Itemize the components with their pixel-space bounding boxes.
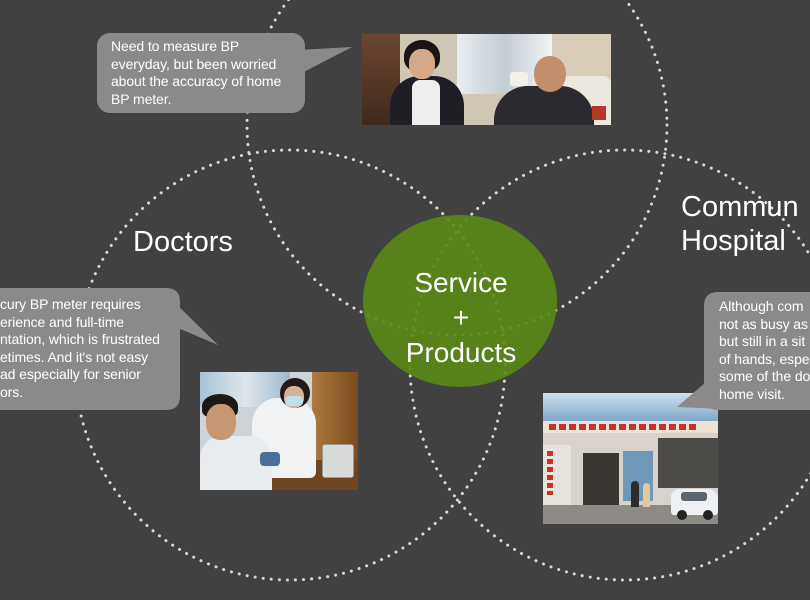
bubble-top-text: Need to measure BP everyday, but been wo… <box>111 38 303 108</box>
photo-woman-face <box>409 49 435 79</box>
bubble-left-body <box>0 288 180 410</box>
bubble-right-line: Although com <box>719 298 804 314</box>
photo-banner-lettering <box>549 424 699 430</box>
photo-man-head <box>534 56 566 92</box>
label-community-hospital: Commun Hospital <box>681 190 810 258</box>
bubble-top-line: BP meter. <box>111 90 172 107</box>
bubble-left-tail <box>168 296 218 345</box>
bubble-right-tail <box>677 382 722 409</box>
bubble-left-line: ntation, which is frustrated <box>0 331 160 348</box>
bubble-right-line: some of the do <box>719 368 810 385</box>
bubble-right-line: home visit. <box>719 385 785 402</box>
center-label-service: Service <box>414 267 508 298</box>
bubble-right-line: not as busy as <box>719 315 808 332</box>
bubble-left-line: ors. <box>0 383 23 400</box>
photo-elderly-couple <box>362 34 611 125</box>
label-community-line: Commun <box>681 191 799 223</box>
bubble-left-line: ad especially for senior <box>0 366 141 383</box>
center-circle <box>363 215 557 387</box>
photo-bp-cuff <box>260 452 280 466</box>
photo-person-1 <box>631 481 639 507</box>
bubble-top-body <box>97 33 305 113</box>
photo-door <box>583 453 619 507</box>
photo-car-wheel-rear <box>703 510 713 520</box>
photo-community-hospital <box>543 393 718 524</box>
bubble-right-text: Although com not as busy as but still in… <box>719 298 810 404</box>
bubble-right <box>677 292 810 410</box>
bubble-right-body <box>704 292 810 410</box>
bubble-right-line: but still in a sit <box>719 333 806 350</box>
photo-woman-shirt <box>412 80 440 125</box>
bubble-left-line: cury BP meter requires <box>0 296 141 312</box>
bubble-right-line: of hands, espe <box>719 350 810 367</box>
venn-circle-community <box>408 148 810 582</box>
photo-doctor-patient <box>200 372 358 490</box>
photo-lamp <box>510 72 528 86</box>
bubble-left-line: etimes. And it's not easy <box>0 348 149 365</box>
bubble-left-text: cury BP meter requires erience and full-… <box>0 296 178 402</box>
bubble-top-tail <box>298 47 352 74</box>
label-doctors: Doctors <box>133 226 233 258</box>
venn-circle-top <box>245 0 669 337</box>
photo-cushion <box>592 106 606 120</box>
bubble-top <box>97 33 352 113</box>
photo-patient-face <box>206 404 236 440</box>
photo-dark-window <box>658 438 718 488</box>
bubble-top-line: about the accuracy of home <box>111 73 282 90</box>
center-label-plus: + <box>452 302 470 333</box>
photo-person-2 <box>643 483 650 507</box>
bubble-top-line: everyday, but been worried <box>111 55 277 72</box>
photo-car-wheel-front <box>677 510 687 520</box>
photo-car-window <box>681 492 707 501</box>
center-label: Service + Products <box>363 265 559 370</box>
center-label-products: Products <box>405 337 517 368</box>
photo-man-body <box>494 86 594 125</box>
label-community-line: Hospital <box>681 225 786 257</box>
photo-storefront-lettering <box>547 451 553 495</box>
bubble-left <box>0 288 218 410</box>
photo-bp-device <box>322 444 354 478</box>
bubble-top-line: Need to measure BP <box>111 38 240 54</box>
photo-doctor-mask <box>285 396 303 406</box>
bubble-left-line: erience and full-time <box>0 313 124 330</box>
